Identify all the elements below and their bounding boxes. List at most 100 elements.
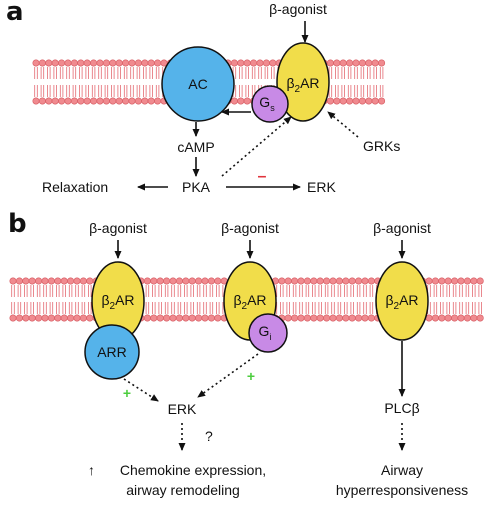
- lipid-head: [163, 314, 171, 322]
- lipid-head: [230, 97, 238, 105]
- lipid-head: [115, 59, 123, 67]
- lipid-head: [150, 314, 158, 322]
- lipid-head: [451, 314, 459, 322]
- lipid-head: [134, 59, 142, 67]
- lipid-head: [51, 59, 59, 67]
- lipid-head: [230, 59, 238, 67]
- lipid-head: [64, 97, 72, 105]
- lipid-head: [352, 97, 360, 105]
- gs-label: Gs: [259, 94, 275, 113]
- lipid-head: [150, 277, 158, 285]
- lipid-head: [339, 59, 347, 67]
- lipid-head: [70, 97, 78, 105]
- lipid-head: [58, 59, 66, 67]
- ac-enzyme: [161, 46, 235, 122]
- lipid-head: [355, 277, 363, 285]
- lipid-head: [73, 314, 81, 322]
- lipid-head: [188, 277, 196, 285]
- lipid-head: [326, 59, 334, 67]
- lipid-head: [60, 277, 68, 285]
- lipid-head: [256, 59, 264, 67]
- panel-b-letter: b: [8, 209, 27, 239]
- panel-b-agonist-1-label: β-agonist: [89, 220, 147, 236]
- lipid-head: [38, 97, 46, 105]
- lipid-head: [457, 314, 465, 322]
- lipid-head: [163, 277, 171, 285]
- lipid-head: [156, 277, 164, 285]
- lipid-head: [291, 277, 299, 285]
- lipid-head: [141, 59, 149, 67]
- lipid-head: [86, 277, 94, 285]
- panel-b-receptor-2-label: β2AR: [233, 292, 266, 312]
- panel-a-erk-label: ERK: [307, 179, 336, 195]
- lipid-head: [476, 277, 484, 285]
- lipid-head: [470, 314, 478, 322]
- lipid-head: [169, 314, 177, 322]
- chemokine-line-2: airway remodeling: [126, 482, 240, 498]
- lipid-head: [201, 277, 209, 285]
- lipid-head: [303, 277, 311, 285]
- lipid-head: [378, 97, 386, 105]
- lipid-head: [444, 277, 452, 285]
- lipid-head: [316, 277, 324, 285]
- camp-label: cAMP: [177, 139, 214, 155]
- lipid-head: [284, 314, 292, 322]
- lipid-head: [335, 277, 343, 285]
- lipid-head: [67, 314, 75, 322]
- lipid-head: [28, 314, 36, 322]
- panel-b-receptor-3: [375, 261, 429, 341]
- ac-label: AC: [188, 76, 207, 92]
- lipid-head: [361, 277, 369, 285]
- lipid-head: [182, 314, 190, 322]
- lipid-head: [297, 277, 305, 285]
- lipid-head: [342, 314, 350, 322]
- lipid-head: [371, 59, 379, 67]
- lipid-head: [365, 97, 373, 105]
- lipid-head: [54, 277, 62, 285]
- panel-b-receptor-3-label: β2AR: [385, 292, 418, 312]
- lipid-head: [444, 314, 452, 322]
- lipid-head: [45, 97, 53, 105]
- lipid-head: [128, 59, 136, 67]
- lipid-head: [438, 277, 446, 285]
- lipid-head: [96, 97, 104, 105]
- lipid-head: [243, 97, 251, 105]
- lipid-head: [195, 314, 203, 322]
- lipid-head: [22, 277, 30, 285]
- arr-protein: [84, 324, 140, 380]
- lipid-head: [303, 314, 311, 322]
- pka-to-receptor-dotted-arrow: [221, 116, 292, 177]
- lipid-head: [342, 277, 350, 285]
- pka-label: PKA: [182, 179, 211, 195]
- lipid-head: [32, 97, 40, 105]
- lipid-head: [102, 59, 110, 67]
- lipid-head: [329, 314, 337, 322]
- plc-label: PLCβ: [384, 400, 419, 416]
- airway-line-1: Airway: [381, 462, 423, 478]
- lipid-head: [60, 314, 68, 322]
- lipid-head: [154, 59, 162, 67]
- lipid-head: [367, 277, 375, 285]
- panel-a-receptor-label: β2AR: [286, 75, 319, 95]
- lipid-head: [141, 97, 149, 105]
- gi-to-erk-dotted-arrow: [197, 353, 259, 398]
- lipid-head: [35, 277, 43, 285]
- lipid-head: [237, 97, 245, 105]
- lipid-head: [207, 314, 215, 322]
- lipid-head: [128, 97, 136, 105]
- lipid-head: [156, 314, 164, 322]
- lipid-head: [323, 277, 331, 285]
- lipid-head: [28, 277, 36, 285]
- lipid-head: [284, 277, 292, 285]
- lipid-head: [9, 314, 17, 322]
- lipid-head: [201, 314, 209, 322]
- grks-to-receptor-dotted-arrow: [327, 111, 359, 138]
- lipid-head: [47, 277, 55, 285]
- panel-b-receptor-1-label: β2AR: [101, 292, 134, 312]
- lipid-head: [237, 59, 245, 67]
- lipid-head: [83, 97, 91, 105]
- lipid-head: [297, 314, 305, 322]
- lipid-head: [175, 277, 183, 285]
- lipid-head: [329, 277, 337, 285]
- lipid-head: [195, 277, 203, 285]
